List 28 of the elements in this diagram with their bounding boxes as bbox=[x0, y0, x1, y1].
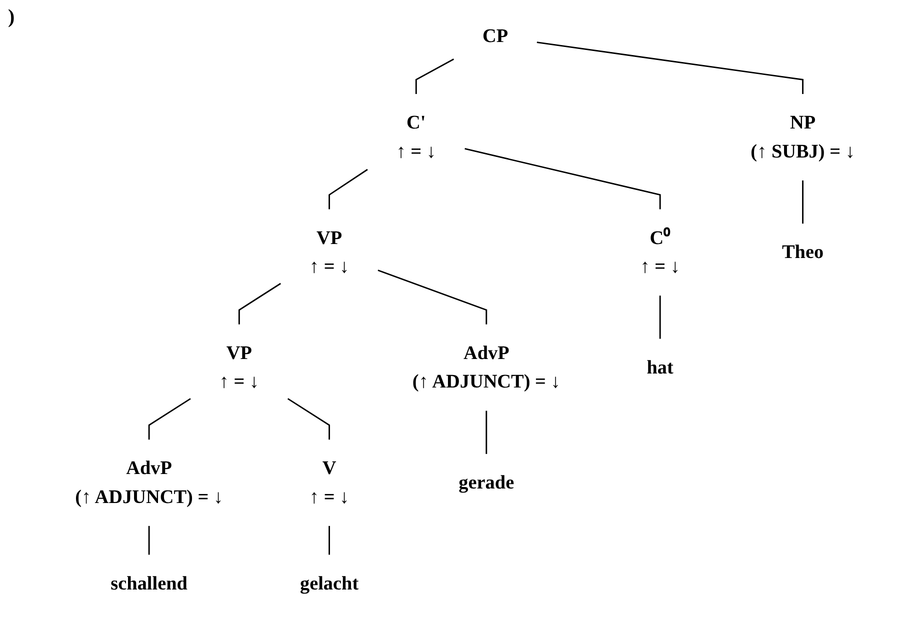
connector bbox=[415, 58, 454, 94]
connector bbox=[238, 282, 282, 324]
connector bbox=[464, 148, 661, 210]
node-text: VP ↑ = ↓ bbox=[219, 342, 260, 393]
node-text: AdvP (↑ ADJUNCT) = ↓ bbox=[75, 458, 224, 508]
connector bbox=[148, 526, 150, 555]
node-text: AdvP (↑ ADJUNCT) = ↓ bbox=[412, 342, 560, 393]
connector bbox=[148, 398, 191, 440]
node-text: gelacht bbox=[300, 572, 359, 594]
node-text: C⁰ ↑ = ↓ bbox=[640, 227, 680, 278]
connector bbox=[659, 296, 661, 339]
connector bbox=[378, 270, 488, 324]
connector bbox=[486, 410, 488, 454]
node-text: CP bbox=[482, 26, 508, 48]
node-text: VP ↑ = ↓ bbox=[309, 227, 350, 278]
connector bbox=[287, 398, 330, 440]
example-number: ) bbox=[8, 6, 15, 28]
node-text: gerade bbox=[458, 472, 514, 494]
connector bbox=[328, 168, 368, 210]
node-text: V ↑ = ↓ bbox=[309, 458, 350, 508]
connector bbox=[536, 42, 804, 94]
node-text: Theo bbox=[782, 242, 824, 263]
connector bbox=[328, 526, 330, 555]
node-text: NP (↑ SUBJ) = ↓ bbox=[750, 112, 855, 162]
node-text: schallend bbox=[110, 572, 188, 594]
node-text: C' ↑ = ↓ bbox=[396, 112, 436, 162]
connector bbox=[802, 180, 804, 224]
node-text: hat bbox=[646, 357, 674, 378]
